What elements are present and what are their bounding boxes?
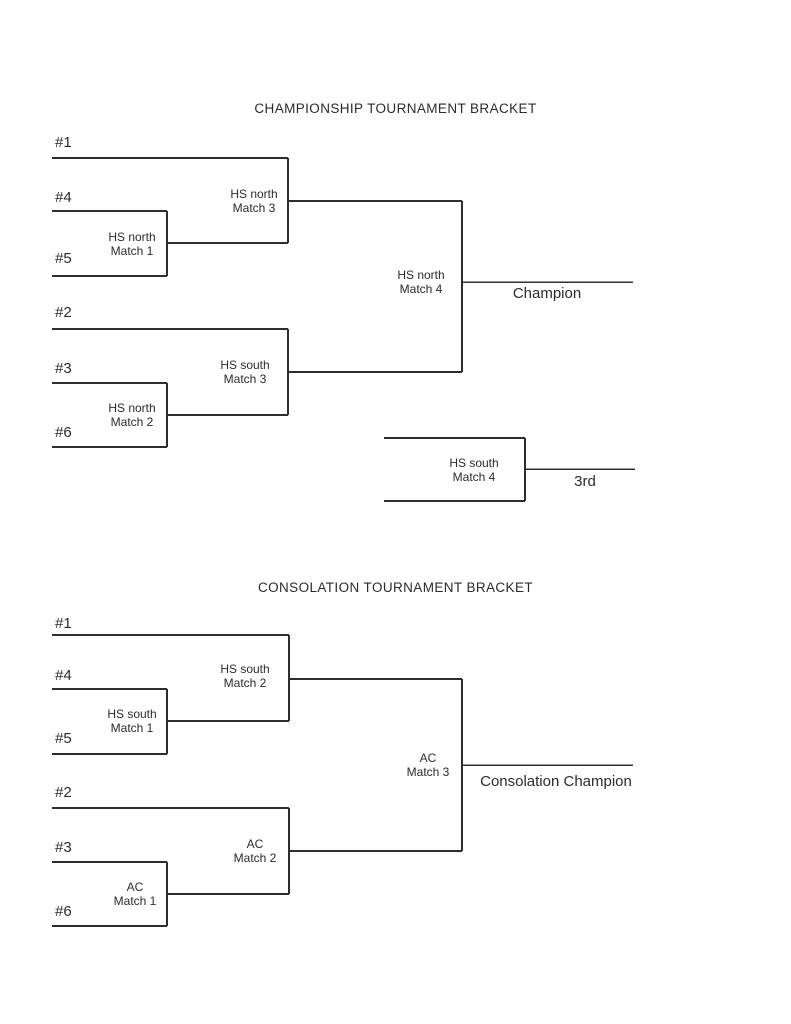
championship-round1-bottom-label: HS north Match 2 <box>92 401 172 429</box>
championship-seed-4: #4 <box>55 189 72 206</box>
championship-semifinal-bottom-label: HS south Match 3 <box>205 358 285 386</box>
championship-semifinal-top-label: HS north Match 3 <box>214 187 294 215</box>
championship-seed-2: #2 <box>55 304 72 321</box>
championship-final-label: HS north Match 4 <box>381 268 461 296</box>
match-team: AC <box>246 837 264 851</box>
match-name: Match 1 <box>110 721 154 735</box>
champion-label: Champion <box>512 285 582 302</box>
consolation-round1-bottom-label: AC Match 1 <box>95 880 175 908</box>
consolation-semifinal-top-label: HS south Match 2 <box>205 662 285 690</box>
championship-seed-5: #5 <box>55 250 72 267</box>
match-name: Match 2 <box>110 415 154 429</box>
match-team: HS south <box>449 456 499 470</box>
match-team: HS south <box>220 662 270 676</box>
third-place-label: 3rd <box>574 473 596 490</box>
match-name: Match 4 <box>399 282 443 296</box>
match-team: HS north <box>108 401 156 415</box>
match-team: HS south <box>220 358 270 372</box>
match-name: Match 3 <box>406 765 450 779</box>
consolation-final-label: AC Match 3 <box>388 751 468 779</box>
consolation-round1-top-label: HS south Match 1 <box>92 707 172 735</box>
championship-seed-3: #3 <box>55 360 72 377</box>
consolation-seed-2: #2 <box>55 784 72 801</box>
consolation-semifinal-bottom-label: AC Match 2 <box>215 837 295 865</box>
consolation-champion-label: Consolation Champion <box>480 773 632 790</box>
match-name: Match 2 <box>223 676 267 690</box>
consolation-seed-5: #5 <box>55 730 72 747</box>
match-team: HS north <box>397 268 445 282</box>
match-name: Match 2 <box>233 851 277 865</box>
match-team: AC <box>419 751 437 765</box>
championship-title: CHAMPIONSHIP TOURNAMENT BRACKET <box>254 101 537 116</box>
consolation-seed-1: #1 <box>55 615 72 632</box>
match-team: HS north <box>108 230 156 244</box>
third-place-match-label: HS south Match 4 <box>434 456 514 484</box>
match-name: Match 1 <box>110 244 154 258</box>
consolation-title: CONSOLATION TOURNAMENT BRACKET <box>257 580 534 595</box>
match-name: Match 1 <box>113 894 157 908</box>
match-name: Match 3 <box>223 372 267 386</box>
consolation-seed-3: #3 <box>55 839 72 856</box>
consolation-seed-4: #4 <box>55 667 72 684</box>
match-name: Match 3 <box>232 201 276 215</box>
match-team: HS south <box>107 707 157 721</box>
match-team: HS north <box>230 187 278 201</box>
championship-seed-6: #6 <box>55 424 72 441</box>
championship-seed-1: #1 <box>55 134 72 151</box>
championship-round1-top-label: HS north Match 1 <box>92 230 172 258</box>
consolation-seed-6: #6 <box>55 903 72 920</box>
match-name: Match 4 <box>452 470 496 484</box>
match-team: AC <box>126 880 144 894</box>
